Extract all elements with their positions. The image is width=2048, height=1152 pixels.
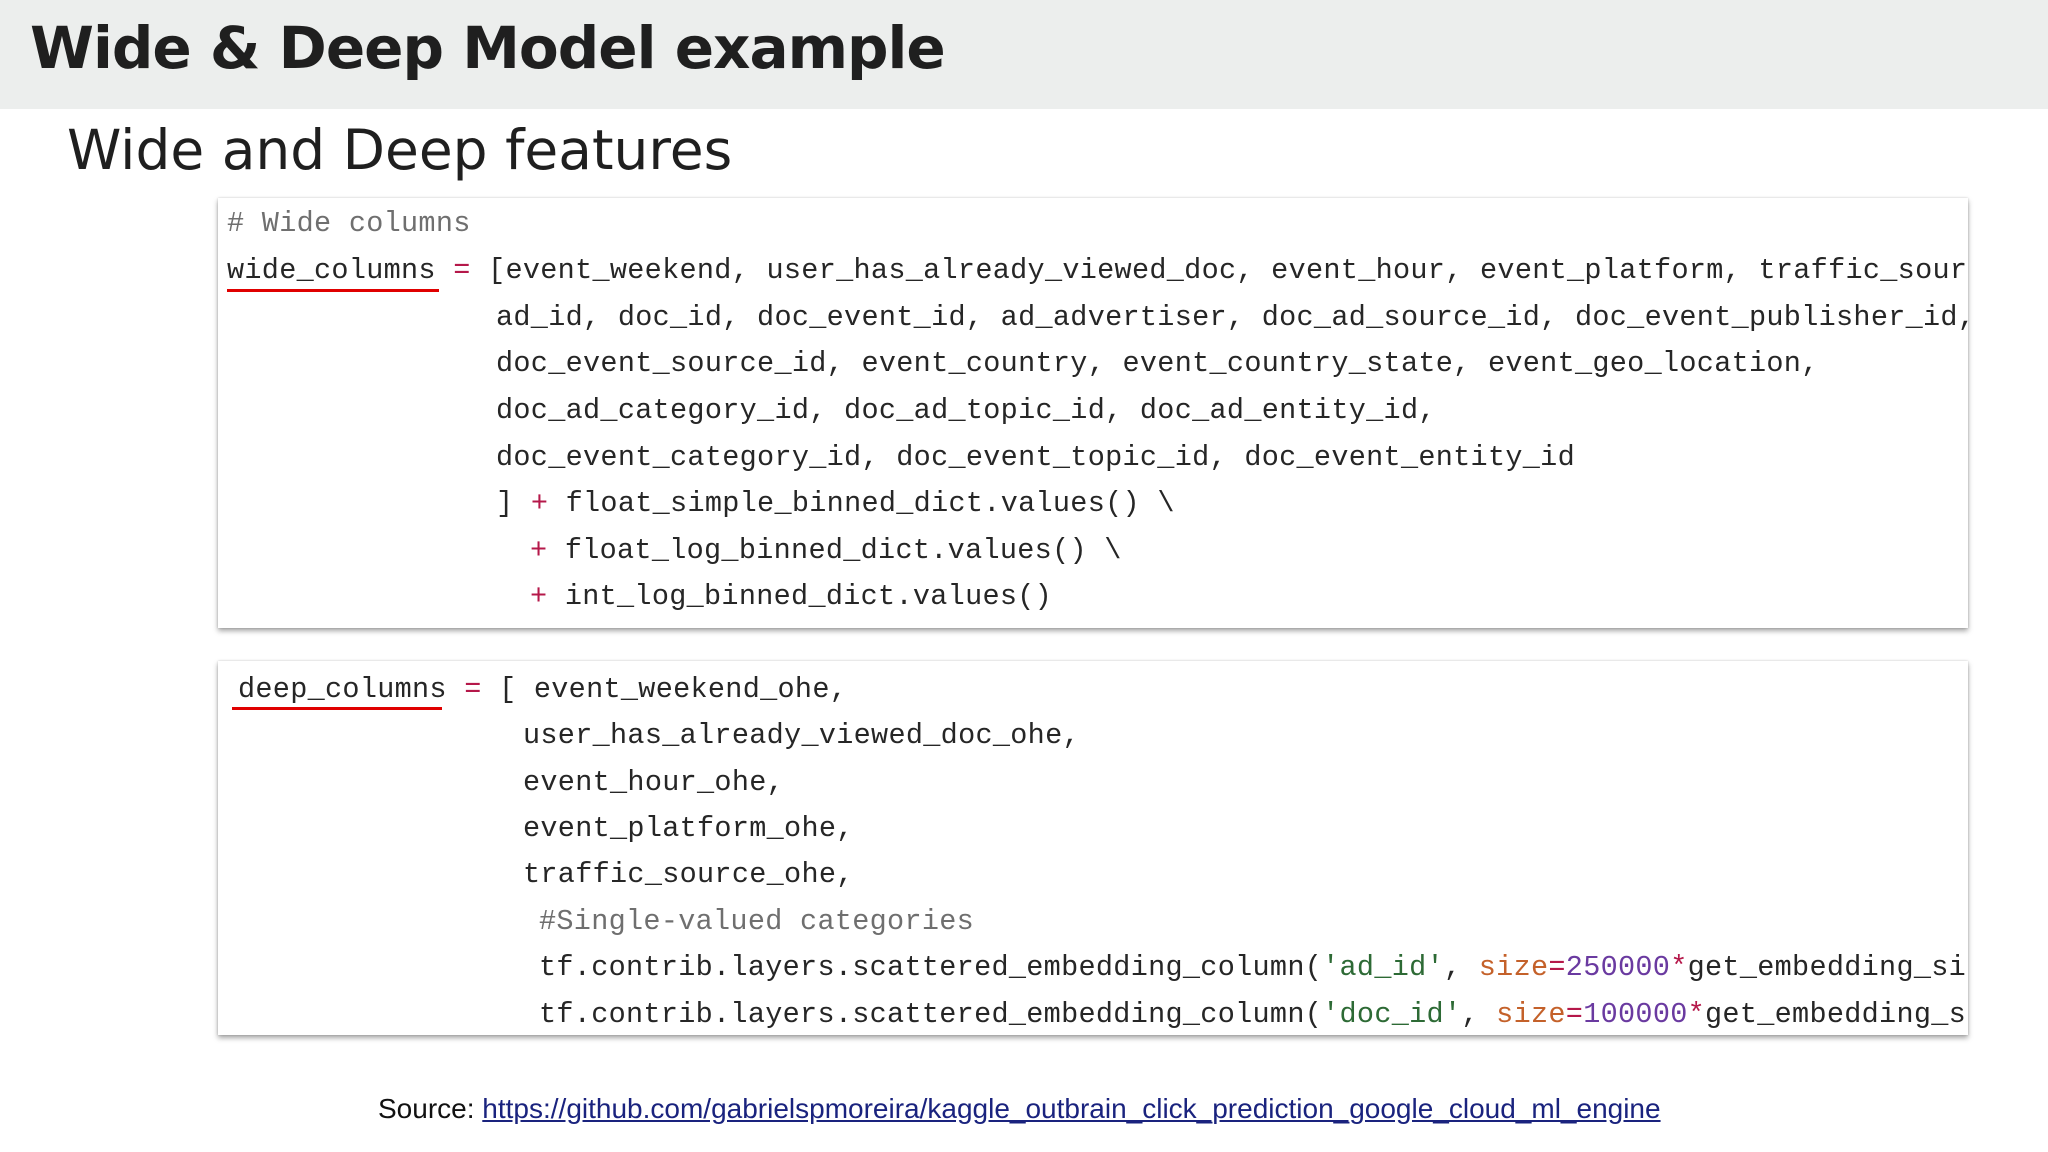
plus-operator: + [530,487,549,520]
source-citation: Source: https://github.com/gabrielspmore… [378,1093,1661,1125]
string-literal: 'ad_id' [1322,951,1444,984]
equals-operator: = [1565,998,1584,1031]
slide-title: Wide & Deep Model example [30,14,946,82]
deep-code-line-1: deep_columns = [ event_weekend_ohe, [238,673,848,706]
source-link[interactable]: https://github.com/gabrielspmoreira/kagg… [482,1093,1661,1124]
embedding-size-call: get_embedding_size(e [1687,951,1968,984]
embedding-call: tf.contrib.layers.scattered_embedding_co… [539,951,1323,984]
wide-code-line-1: wide_columns = [event_weekend, user_has_… [227,254,1968,287]
wide-code-line-6: ] + float_simple_binned_dict.values() \ [496,487,1175,520]
multiply-operator: * [1670,951,1688,984]
assign-operator: = [464,673,482,706]
deep-code-line-2: user_has_already_viewed_doc_ohe, [523,719,1080,752]
wide-line-6-rest: float_simple_binned_dict.values() \ [565,487,1175,520]
wide-columns-underline [227,289,439,292]
wide-code-line-7: + float_log_binned_dict.values() \ [530,534,1122,567]
equals-operator: = [1548,951,1566,984]
deep-columns-code-block: deep_columns = [ event_weekend_ohe, user… [218,661,1968,1035]
wide-columns-var: wide_columns [227,254,436,287]
wide-comment: # Wide columns [227,207,471,240]
wide-columns-code-block: # Wide columns wide_columns = [event_wee… [218,198,1968,628]
embedding-size-call: get_embedding_size(e [1705,998,1968,1031]
deep-line-1-rest: event_weekend_ohe, [533,673,848,706]
wide-line-7-rest: float_log_binned_dict.values() \ [564,534,1122,567]
deep-code-line-3: event_hour_ohe, [523,766,785,799]
deep-columns-var: deep_columns [238,673,447,706]
number-literal: 100000 [1583,998,1688,1031]
number-literal: 250000 [1565,951,1671,984]
source-label: Source: [378,1093,483,1124]
multiply-operator: * [1687,998,1706,1031]
slide-subtitle: Wide and Deep features [67,118,733,182]
size-keyword: size [1496,998,1566,1031]
deep-columns-underline [232,707,442,710]
embedding-call: tf.contrib.layers.scattered_embedding_co… [539,998,1323,1031]
comma: , [1461,998,1497,1031]
size-keyword: size [1478,951,1549,984]
wide-code-line-3: doc_event_source_id, event_country, even… [496,347,1819,380]
string-literal: 'doc_id' [1322,998,1462,1031]
plus-operator: + [530,580,548,613]
wide-code-line-8: + int_log_binned_dict.values() [530,580,1053,613]
plus-operator: + [530,534,548,567]
comma: , [1443,951,1479,984]
wide-code-line-2: ad_id, doc_id, doc_event_id, ad_advertis… [496,301,1968,334]
deep-comment: #Single-valued categories [539,905,975,938]
wide-line-8-rest: int_log_binned_dict.values() [564,580,1053,613]
assign-operator: = [453,254,471,287]
close-bracket: ] [496,487,514,520]
wide-code-line-4: doc_ad_category_id, doc_ad_topic_id, doc… [496,394,1436,427]
deep-code-line-7: tf.contrib.layers.scattered_embedding_co… [539,951,1968,984]
wide-code-line-5: doc_event_category_id, doc_event_topic_i… [496,441,1575,474]
title-bar [0,0,2048,109]
wide-line-1-rest: [event_weekend, user_has_already_viewed_… [488,254,1968,287]
deep-code-line-5: traffic_source_ohe, [523,858,854,891]
open-bracket: [ [499,673,517,706]
deep-code-line-4: event_platform_ohe, [523,812,854,845]
deep-code-line-8: tf.contrib.layers.scattered_embedding_co… [539,998,1968,1031]
